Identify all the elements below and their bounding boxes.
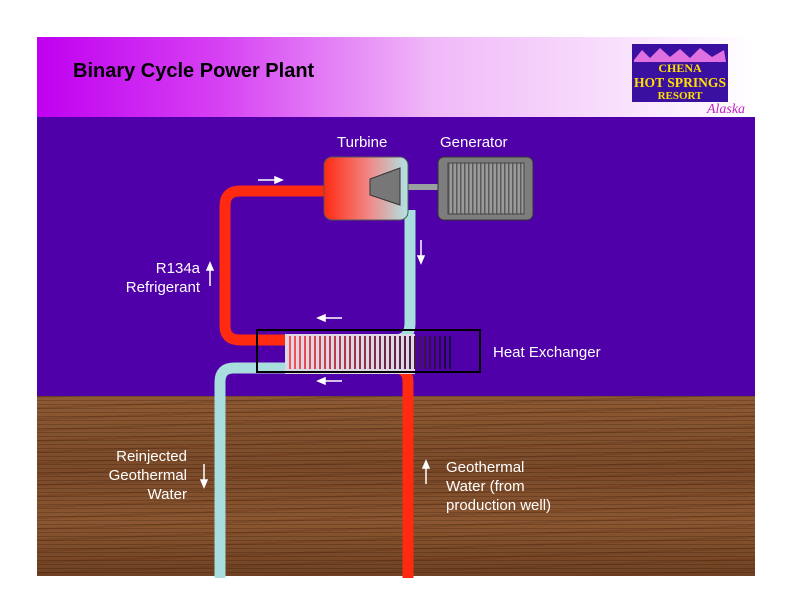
heat-exchanger-fin bbox=[334, 336, 336, 369]
production-pipe bbox=[290, 362, 414, 578]
heat-exchanger-fin bbox=[439, 336, 441, 369]
generator-coil bbox=[447, 162, 525, 215]
heat-exchanger-fin bbox=[409, 336, 411, 369]
flow-arrow-left bbox=[316, 376, 342, 386]
heat-exchanger-fin bbox=[369, 336, 371, 369]
heat-exchanger-fin bbox=[304, 336, 306, 369]
heat-exchanger-fin bbox=[374, 336, 376, 369]
heat-exchanger-fin bbox=[399, 336, 401, 369]
flow-arrow-up bbox=[205, 261, 215, 286]
heat-exchanger-fin bbox=[314, 336, 316, 369]
logo-line1: CHENA bbox=[658, 61, 702, 75]
ground-background bbox=[37, 396, 755, 576]
logo-mountains bbox=[634, 48, 726, 62]
heat-exchanger-fin bbox=[404, 336, 406, 369]
heat-exchanger-fin bbox=[414, 336, 416, 369]
generator bbox=[437, 156, 534, 221]
heat-exchanger-fin bbox=[294, 336, 296, 369]
heat-exchanger-fin bbox=[394, 336, 396, 369]
refrigerant-hot-pipe bbox=[219, 185, 330, 346]
logo-script: Alaska bbox=[706, 102, 745, 117]
heat-exchanger-fin bbox=[299, 336, 301, 369]
heat-exchanger-fin bbox=[289, 336, 291, 369]
heat-exchanger-fin bbox=[339, 336, 341, 369]
heat-exchanger-fin bbox=[319, 336, 321, 369]
heat-exchanger-fin bbox=[309, 336, 311, 369]
heat-exchanger-fin bbox=[349, 336, 351, 369]
flow-arrow-down bbox=[416, 240, 426, 265]
geothermal-water-label: Geothermal Water (from production well) bbox=[446, 459, 552, 514]
heat-exchanger-fin bbox=[444, 336, 446, 369]
reinjection-pipe bbox=[214, 362, 410, 578]
heat-exchanger-label: Heat Exchanger bbox=[493, 344, 601, 361]
refrigerant-label: R134a Refrigerant bbox=[125, 260, 200, 296]
heat-exchanger-fin bbox=[324, 336, 326, 369]
heat-exchanger-fin bbox=[419, 336, 421, 369]
logo-line3: RESORT bbox=[658, 90, 704, 102]
heat-exchanger-fin bbox=[424, 336, 426, 369]
logo-line2: HOT SPRINGS bbox=[634, 76, 726, 91]
heat-exchanger-fin bbox=[354, 336, 356, 369]
heat-exchanger-fin bbox=[344, 336, 346, 369]
turbine-shaft bbox=[400, 184, 442, 190]
flow-arrow-right bbox=[258, 175, 284, 185]
heat-exchanger-fin bbox=[379, 336, 381, 369]
heat-exchanger bbox=[256, 329, 481, 374]
generator-label: Generator bbox=[440, 134, 508, 151]
heat-exchanger-frame bbox=[256, 329, 481, 373]
heat-exchanger-fin bbox=[359, 336, 361, 369]
flow-arrow-up bbox=[421, 459, 431, 484]
heat-exchanger-fin bbox=[434, 336, 436, 369]
flow-arrow-left bbox=[316, 313, 342, 323]
refrigerant-return-pipe bbox=[290, 210, 416, 346]
heat-exchanger-fins bbox=[289, 336, 451, 369]
chena-hot-springs-logo: CHENA HOT SPRINGS RESORT Alaska bbox=[632, 44, 745, 117]
heat-exchanger-fin bbox=[329, 336, 331, 369]
slide-title: Binary Cycle Power Plant bbox=[73, 60, 315, 82]
flow-arrow-down bbox=[199, 464, 209, 489]
turbine bbox=[323, 156, 409, 221]
heat-exchanger-fin bbox=[449, 336, 451, 369]
turbine-rotor bbox=[369, 167, 401, 206]
heat-exchanger-fin bbox=[384, 336, 386, 369]
turbine-label: Turbine bbox=[337, 134, 388, 151]
reinjected-water-label: Reinjected Geothermal Water bbox=[108, 448, 187, 503]
heat-exchanger-fin bbox=[389, 336, 391, 369]
heat-exchanger-fin bbox=[429, 336, 431, 369]
heat-exchanger-fin bbox=[364, 336, 366, 369]
